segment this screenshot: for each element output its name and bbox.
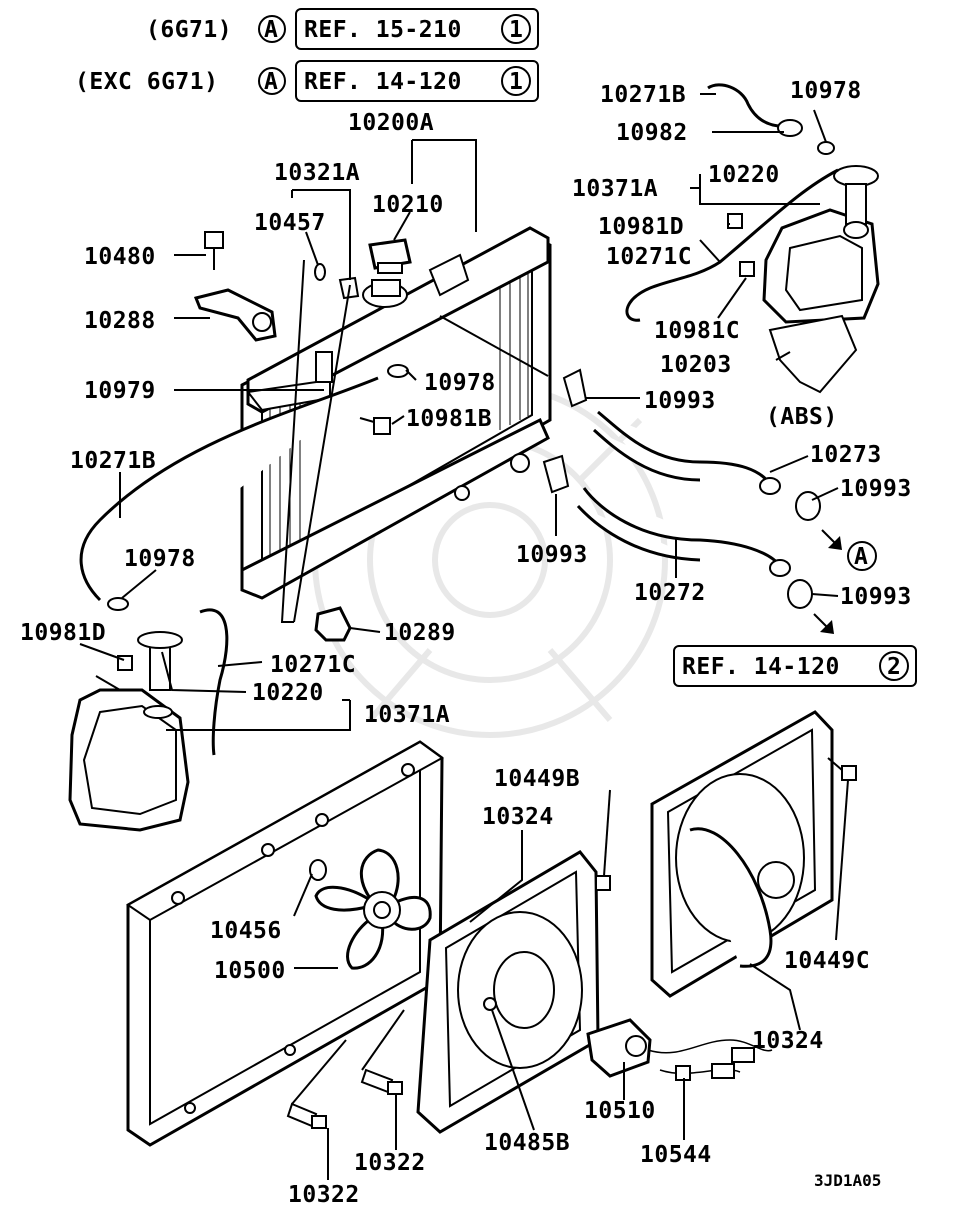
ref-link[interactable]: REF. 15-210 — [304, 17, 462, 43]
part-label-10993[interactable]: 10993 — [516, 542, 588, 568]
part-label-10981c[interactable]: 10981C — [654, 318, 740, 344]
part-label-10371a[interactable]: 10371A — [572, 176, 658, 202]
part-label-10271c[interactable]: 10271C — [270, 652, 356, 678]
reserve-tank-left — [68, 631, 190, 832]
ref-circle-number: 1 — [509, 69, 523, 95]
part-label-10449c[interactable]: 10449C — [784, 948, 870, 974]
part-label-10371a[interactable]: 10371A — [364, 702, 450, 728]
part-label-10289[interactable]: 10289 — [384, 620, 456, 646]
lower-hoses — [542, 368, 842, 634]
arrow-marker-a: A — [847, 541, 877, 571]
part-label-10510[interactable]: 10510 — [584, 1098, 656, 1124]
fan-motor — [586, 1018, 773, 1081]
ref-marker: A — [264, 17, 278, 43]
header-ref-exc-6g71: (EXC 6G71) A REF. 14-120 1 — [75, 60, 539, 102]
reserve-tank-right: (ABS) — [625, 83, 880, 430]
ref-prefix: (6G71) — [146, 17, 232, 43]
part-label-10449b[interactable]: 10449B — [494, 766, 580, 792]
part-label-10993[interactable]: 10993 — [644, 388, 716, 414]
part-label-10220[interactable]: 10220 — [708, 162, 780, 188]
reserve-hose-left — [199, 608, 229, 756]
part-label-10210[interactable]: 10210 — [372, 192, 444, 218]
nut — [309, 859, 327, 881]
ref-circle-number: 2 — [887, 654, 901, 680]
part-label-10981d[interactable]: 10981D — [20, 620, 106, 646]
fan-blade — [314, 848, 432, 970]
overflow-hose-left — [79, 376, 379, 602]
part-label-10322[interactable]: 10322 — [288, 1182, 360, 1208]
part-label-10500[interactable]: 10500 — [214, 958, 286, 984]
part-label-10321a[interactable]: 10321A — [274, 160, 360, 186]
part-label-10480[interactable]: 10480 — [84, 244, 156, 270]
part-label-10271c[interactable]: 10271C — [606, 244, 692, 270]
part-label-10978[interactable]: 10978 — [124, 546, 196, 572]
part-label-10981d[interactable]: 10981D — [598, 214, 684, 240]
part-label-10271b[interactable]: 10271B — [600, 82, 686, 108]
ref-box-lower: REF. 14-120 2 — [673, 645, 917, 687]
part-labels: 10200A 10321A 10210 10457 10480 10288 10… — [20, 78, 912, 1208]
ref-link[interactable]: REF. 14-120 — [304, 69, 462, 95]
lower-radiator-illustration — [126, 740, 444, 1147]
part-label-10978[interactable]: 10978 — [790, 78, 862, 104]
part-label-10288[interactable]: 10288 — [84, 308, 156, 334]
small-parts-upper — [193, 231, 412, 642]
fan-shroud-middle — [416, 850, 611, 1134]
svg-text:A: A — [854, 544, 868, 570]
leader-lines — [79, 93, 849, 1180]
part-label-10322[interactable]: 10322 — [354, 1150, 426, 1176]
part-label-10272[interactable]: 10272 — [634, 580, 706, 606]
ref-prefix: (EXC 6G71) — [75, 69, 218, 95]
abs-label: (ABS) — [766, 404, 838, 430]
part-label-10979[interactable]: 10979 — [84, 378, 156, 404]
header-ref-6g71: (6G71) A REF. 15-210 1 — [146, 8, 539, 50]
upper-radiator-illustration — [240, 226, 552, 600]
part-label-10485b[interactable]: 10485B — [484, 1130, 570, 1156]
part-label-10324[interactable]: 10324 — [752, 1028, 824, 1054]
fan-shroud-right — [650, 710, 857, 998]
part-label-10273[interactable]: 10273 — [810, 442, 882, 468]
part-label-10993[interactable]: 10993 — [840, 476, 912, 502]
part-label-10993[interactable]: 10993 — [840, 584, 912, 610]
part-label-10544[interactable]: 10544 — [640, 1142, 712, 1168]
part-label-10200a[interactable]: 10200A — [348, 110, 434, 136]
part-label-10271b[interactable]: 10271B — [70, 448, 156, 474]
part-label-10978[interactable]: 10978 — [424, 370, 496, 396]
ref-marker: A — [264, 69, 278, 95]
part-label-10203[interactable]: 10203 — [660, 352, 732, 378]
part-label-10324[interactable]: 10324 — [482, 804, 554, 830]
part-label-10456[interactable]: 10456 — [210, 918, 282, 944]
ref-link[interactable]: REF. 14-120 — [682, 654, 840, 680]
part-label-10457[interactable]: 10457 — [254, 210, 326, 236]
part-label-10981b[interactable]: 10981B — [406, 406, 492, 432]
part-label-10982[interactable]: 10982 — [616, 120, 688, 146]
figure-code: 3JD1A05 — [814, 1171, 881, 1190]
part-label-10220[interactable]: 10220 — [252, 680, 324, 706]
temp-sensors — [286, 1068, 403, 1129]
ref-circle-number: 1 — [509, 17, 523, 43]
